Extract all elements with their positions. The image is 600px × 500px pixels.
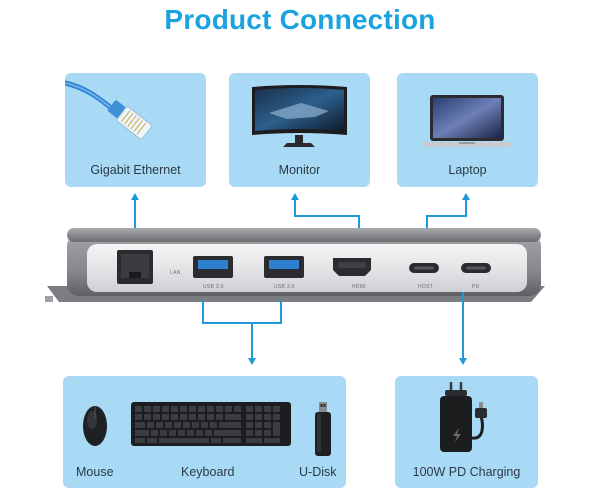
port-label-hdmi: HDMI <box>352 284 366 290</box>
card-pd-charging: 100W PD Charging <box>395 376 538 488</box>
port-label-usb-1: USB 3.0 <box>203 284 224 290</box>
charging-arrow-icon <box>459 358 467 365</box>
card-gigabit-ethernet: Gigabit Ethernet <box>65 73 206 187</box>
card-monitor: Monitor <box>229 73 370 187</box>
laptop-connector-vertical <box>465 199 467 217</box>
card-label-udisk: U-Disk <box>299 465 337 479</box>
usb-connector-down <box>251 322 253 358</box>
ethernet-connector-line <box>134 199 136 251</box>
laptop-arrow-icon <box>462 193 470 200</box>
card-input-devices: Mouse Keyboard U-Disk <box>63 376 346 488</box>
ethernet-cable-icon <box>65 80 153 140</box>
card-label-mouse: Mouse <box>76 465 114 479</box>
port-label-lan: LAN <box>170 270 181 276</box>
usb1-connector-drop <box>202 300 204 324</box>
port-label-pd: PD <box>472 284 480 290</box>
card-label-laptop: Laptop <box>448 163 487 177</box>
card-label-ethernet: Gigabit Ethernet <box>90 163 181 177</box>
port-label-usb-2: USB 3.0 <box>274 284 295 290</box>
monitor-icon <box>252 85 347 147</box>
keyboard-icon <box>131 402 291 446</box>
usb-c-hub <box>45 228 545 302</box>
input-devices-arrow-icon <box>248 358 256 365</box>
charger-icon <box>440 382 487 452</box>
port-label-host: HOST <box>418 284 434 290</box>
card-label-monitor: Monitor <box>278 163 321 177</box>
mouse-icon <box>83 406 107 446</box>
laptop-connector-horizontal <box>426 215 467 217</box>
usb-stick-icon <box>315 402 331 456</box>
usb-connector-horizontal <box>202 322 282 324</box>
pd-connector-down <box>462 292 464 358</box>
card-label-keyboard: Keyboard <box>181 465 235 479</box>
monitor-arrow-icon <box>291 193 299 200</box>
card-laptop: Laptop <box>397 73 538 187</box>
monitor-connector-vertical <box>294 199 296 217</box>
usb2-connector-drop <box>280 300 282 324</box>
ethernet-arrow-icon <box>131 193 139 200</box>
page-title: Product Connection <box>164 4 436 35</box>
card-label-charging: 100W PD Charging <box>412 465 521 479</box>
laptop-icon <box>421 95 513 147</box>
monitor-connector-horizontal <box>294 215 360 217</box>
